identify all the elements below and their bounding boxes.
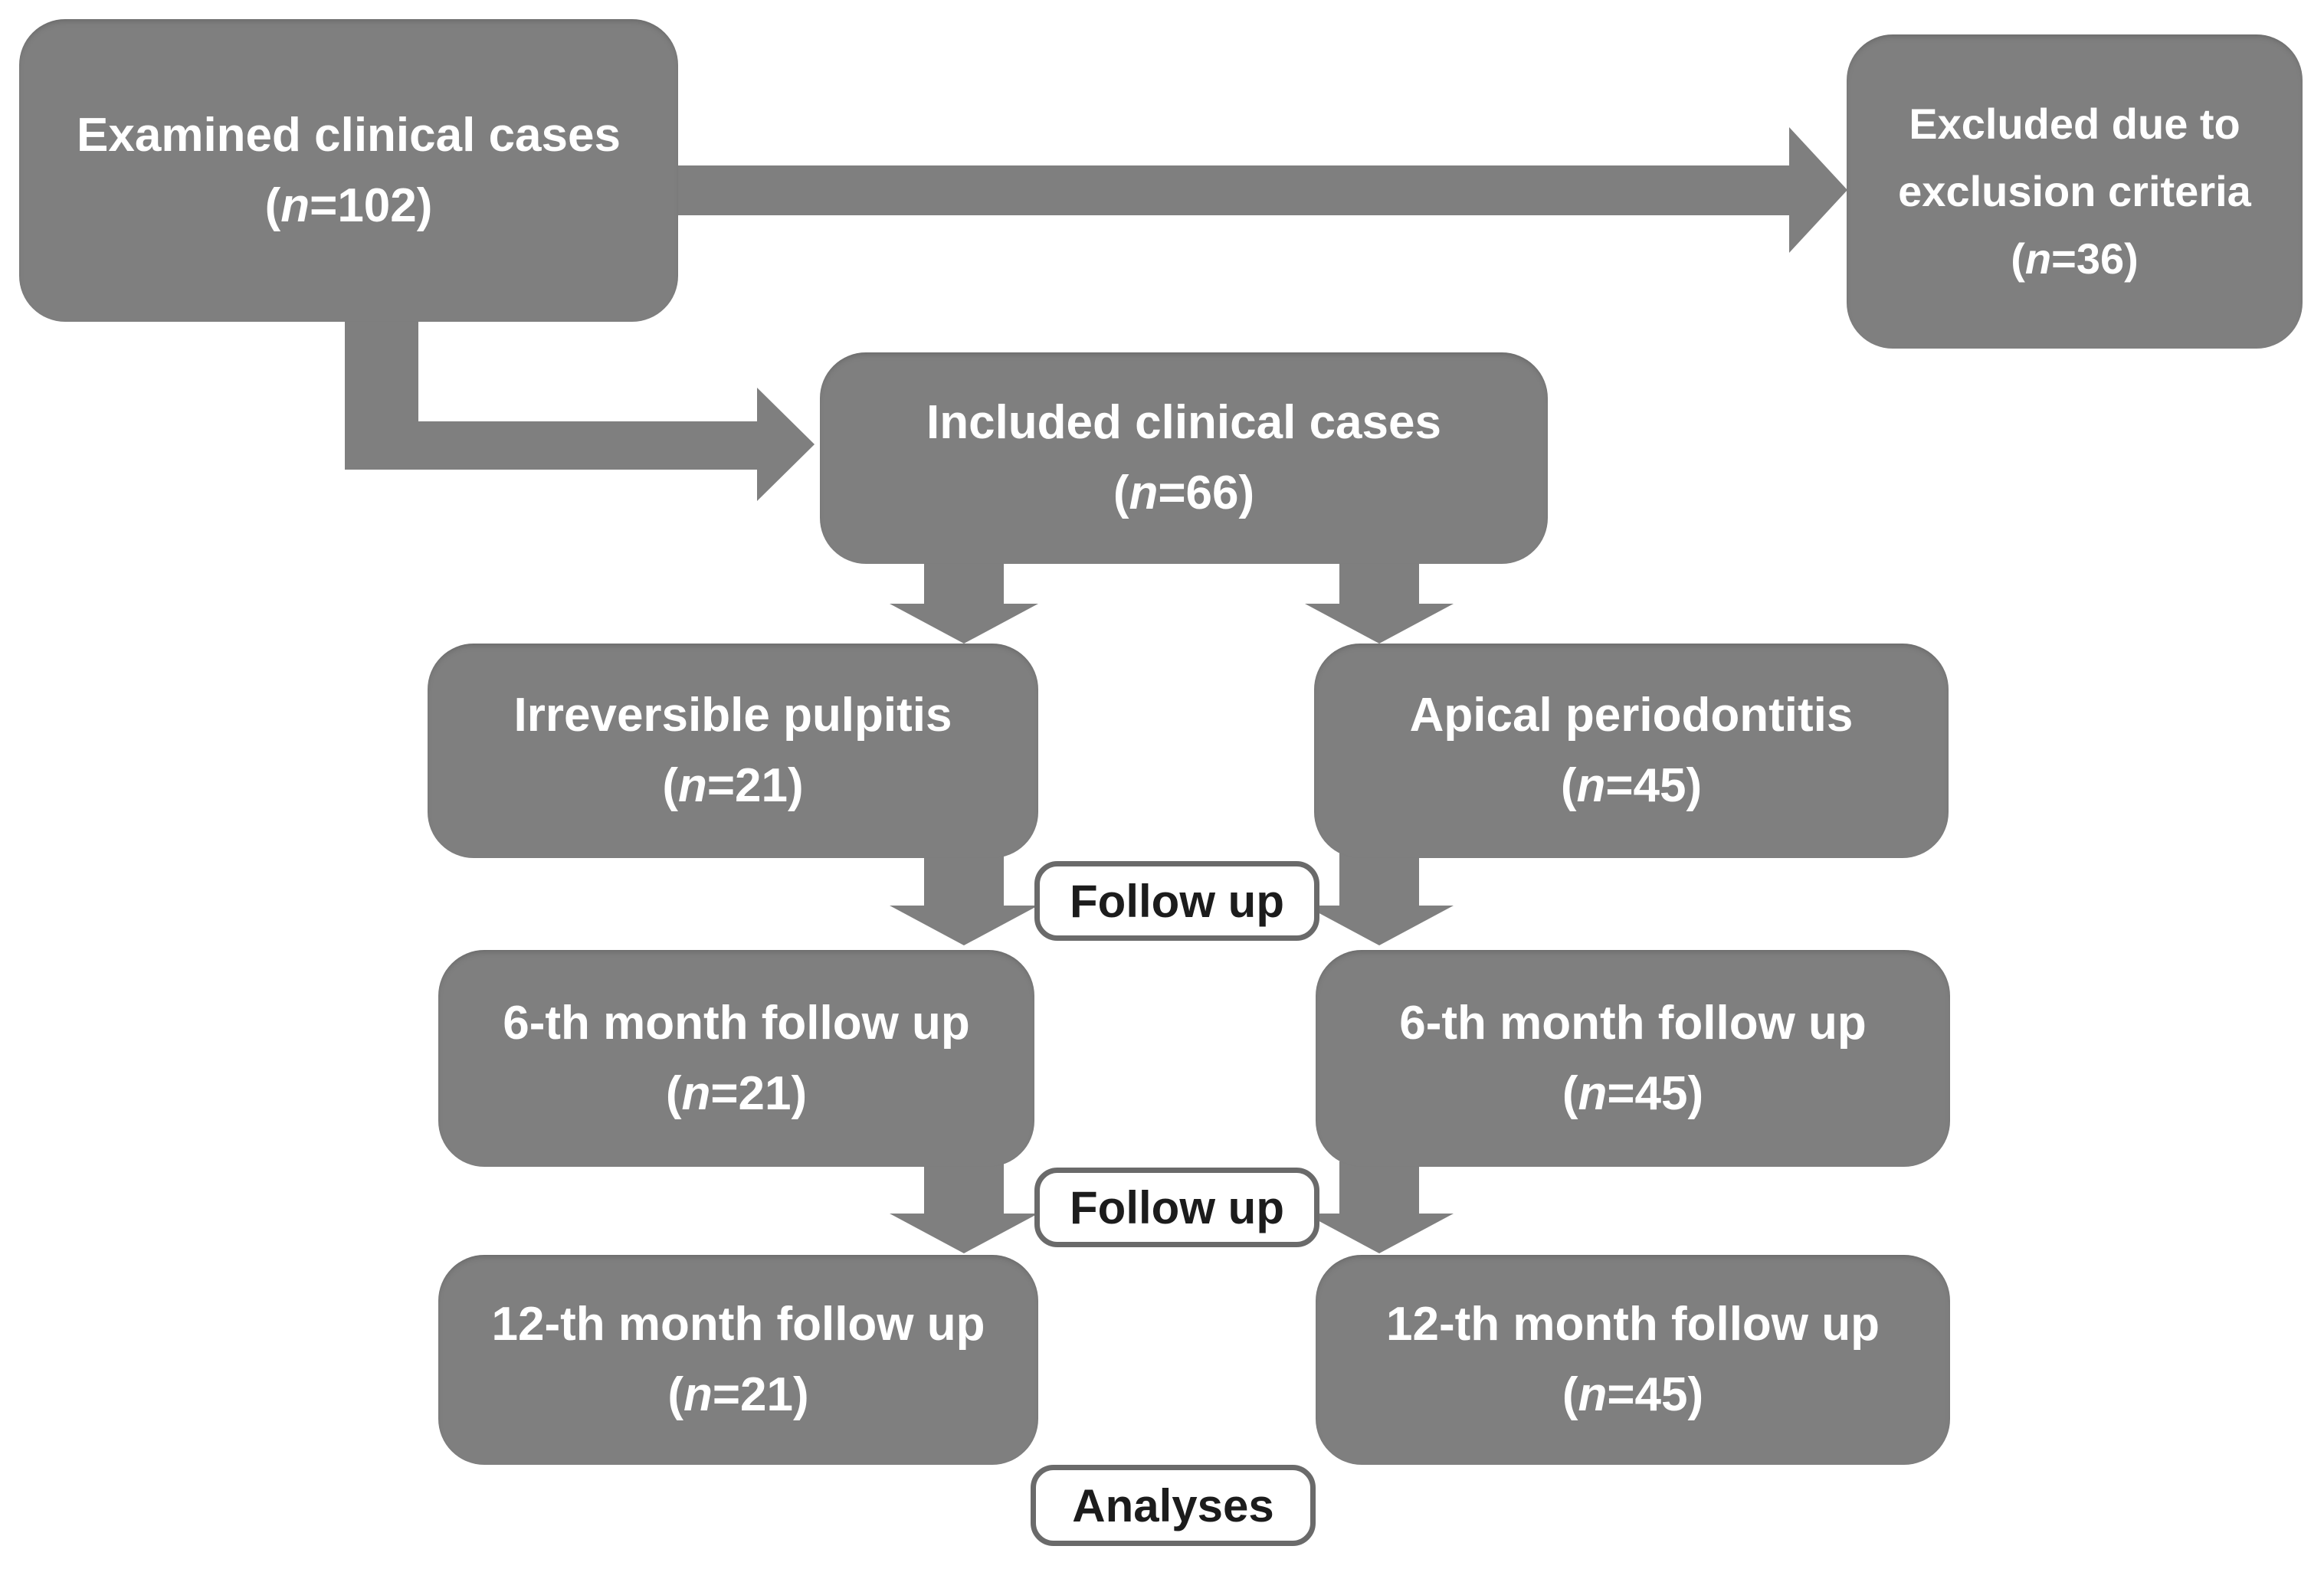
box-title: Irreversible pulpitis <box>513 689 952 742</box>
label-analyses: Analyses <box>1031 1465 1316 1546</box>
arrow-stem <box>1339 852 1419 906</box>
count-open-paren: ( <box>2011 234 2025 283</box>
count-n-italic: n <box>1578 1066 1608 1120</box>
arrow-head-right-icon <box>1789 127 1847 253</box>
count-open-paren: ( <box>662 759 678 812</box>
arrow-stem <box>924 558 1004 604</box>
count-value: =21) <box>706 759 804 812</box>
arrow-stem <box>924 852 1004 906</box>
arrow-head-down-icon <box>1305 1214 1454 1253</box>
count-value: =36) <box>2051 234 2139 283</box>
count-open-paren: ( <box>1113 467 1129 519</box>
label-follow-up-2: Follow up <box>1034 1168 1319 1247</box>
count-open-paren: ( <box>667 1368 683 1421</box>
count-value: =45) <box>1607 1066 1704 1120</box>
arrow-head-down-icon <box>1305 906 1454 945</box>
label-text: Follow up <box>1070 1181 1284 1233</box>
label-text: Analyses <box>1072 1479 1274 1531</box>
box-count: (n=21) <box>666 1059 807 1129</box>
box-included-clinical-cases: Included clinical cases (n=66) <box>820 352 1548 564</box>
count-value: =45) <box>1607 1368 1704 1421</box>
box-title: 6-th month follow up <box>1399 996 1867 1050</box>
box-count: (n=21) <box>667 1360 808 1430</box>
count-n-italic: n <box>280 179 310 232</box>
count-n-italic: n <box>2024 234 2052 283</box>
box-examined-clinical-cases: Examined clinical cases (n=102) <box>19 19 678 322</box>
box-12th-month-pulpitis: 12-th month follow up (n=21) <box>438 1255 1038 1465</box>
box-12th-month-periodontitis: 12-th month follow up (n=45) <box>1316 1255 1950 1465</box>
arrow-stem <box>924 1161 1004 1214</box>
count-n-italic: n <box>1129 467 1159 519</box>
count-n-italic: n <box>1578 1368 1608 1421</box>
box-count: (n=102) <box>265 171 433 241</box>
count-open-paren: ( <box>665 1066 682 1120</box>
arrow-shaft <box>673 165 1789 215</box>
count-value: =66) <box>1158 467 1255 519</box>
arrow-stem <box>1339 1161 1419 1214</box>
box-6th-month-periodontitis: 6-th month follow up (n=45) <box>1316 950 1950 1167</box>
box-title: Apical periodontitis <box>1409 689 1854 742</box>
box-6th-month-pulpitis: 6-th month follow up (n=21) <box>438 950 1034 1167</box>
box-count: (n=45) <box>1562 1360 1703 1430</box>
count-n-italic: n <box>683 1368 713 1421</box>
count-n-italic: n <box>1576 759 1606 812</box>
arrow-head-down-icon <box>1305 604 1454 644</box>
count-open-paren: ( <box>1562 1368 1578 1421</box>
box-excluded: Excluded due to exclusion criteria (n=36… <box>1847 34 2303 349</box>
count-n-italic: n <box>681 1066 711 1120</box>
count-open-paren: ( <box>1562 1066 1578 1120</box>
box-count: (n=66) <box>1113 458 1254 529</box>
count-value: =45) <box>1605 759 1703 812</box>
box-apical-periodontitis: Apical periodontitis (n=45) <box>1314 644 1949 858</box>
count-open-paren: ( <box>264 179 281 232</box>
box-count: (n=36) <box>2011 225 2139 293</box>
count-n-italic: n <box>677 759 707 812</box>
label-text: Follow up <box>1070 875 1284 927</box>
count-value: =21) <box>710 1066 808 1120</box>
box-title: 12-th month follow up <box>491 1298 985 1351</box>
box-title: 12-th month follow up <box>1385 1298 1880 1351</box>
box-title: Included clinical cases <box>926 396 1441 449</box>
box-title-line1: Excluded due to <box>1909 100 2240 148</box>
arrow-head-right-icon <box>757 388 815 501</box>
count-value: =21) <box>712 1368 809 1421</box>
box-count: (n=45) <box>1562 1059 1703 1129</box>
box-count: (n=21) <box>662 751 803 821</box>
box-title: Examined clinical cases <box>77 108 621 162</box>
arrow-stem <box>1339 558 1419 604</box>
box-title-line2: exclusion criteria <box>1898 167 2251 215</box>
arrow-elbow-shaft <box>345 421 757 470</box>
box-count: (n=45) <box>1561 751 1702 821</box>
label-follow-up-1: Follow up <box>1034 861 1319 941</box>
count-value: =102) <box>310 179 433 232</box>
arrow-head-down-icon <box>890 1214 1038 1253</box>
count-open-paren: ( <box>1560 759 1577 812</box>
box-title: 6-th month follow up <box>503 996 970 1050</box>
arrow-head-down-icon <box>890 906 1038 945</box>
box-irreversible-pulpitis: Irreversible pulpitis (n=21) <box>428 644 1038 858</box>
arrow-head-down-icon <box>890 604 1038 644</box>
